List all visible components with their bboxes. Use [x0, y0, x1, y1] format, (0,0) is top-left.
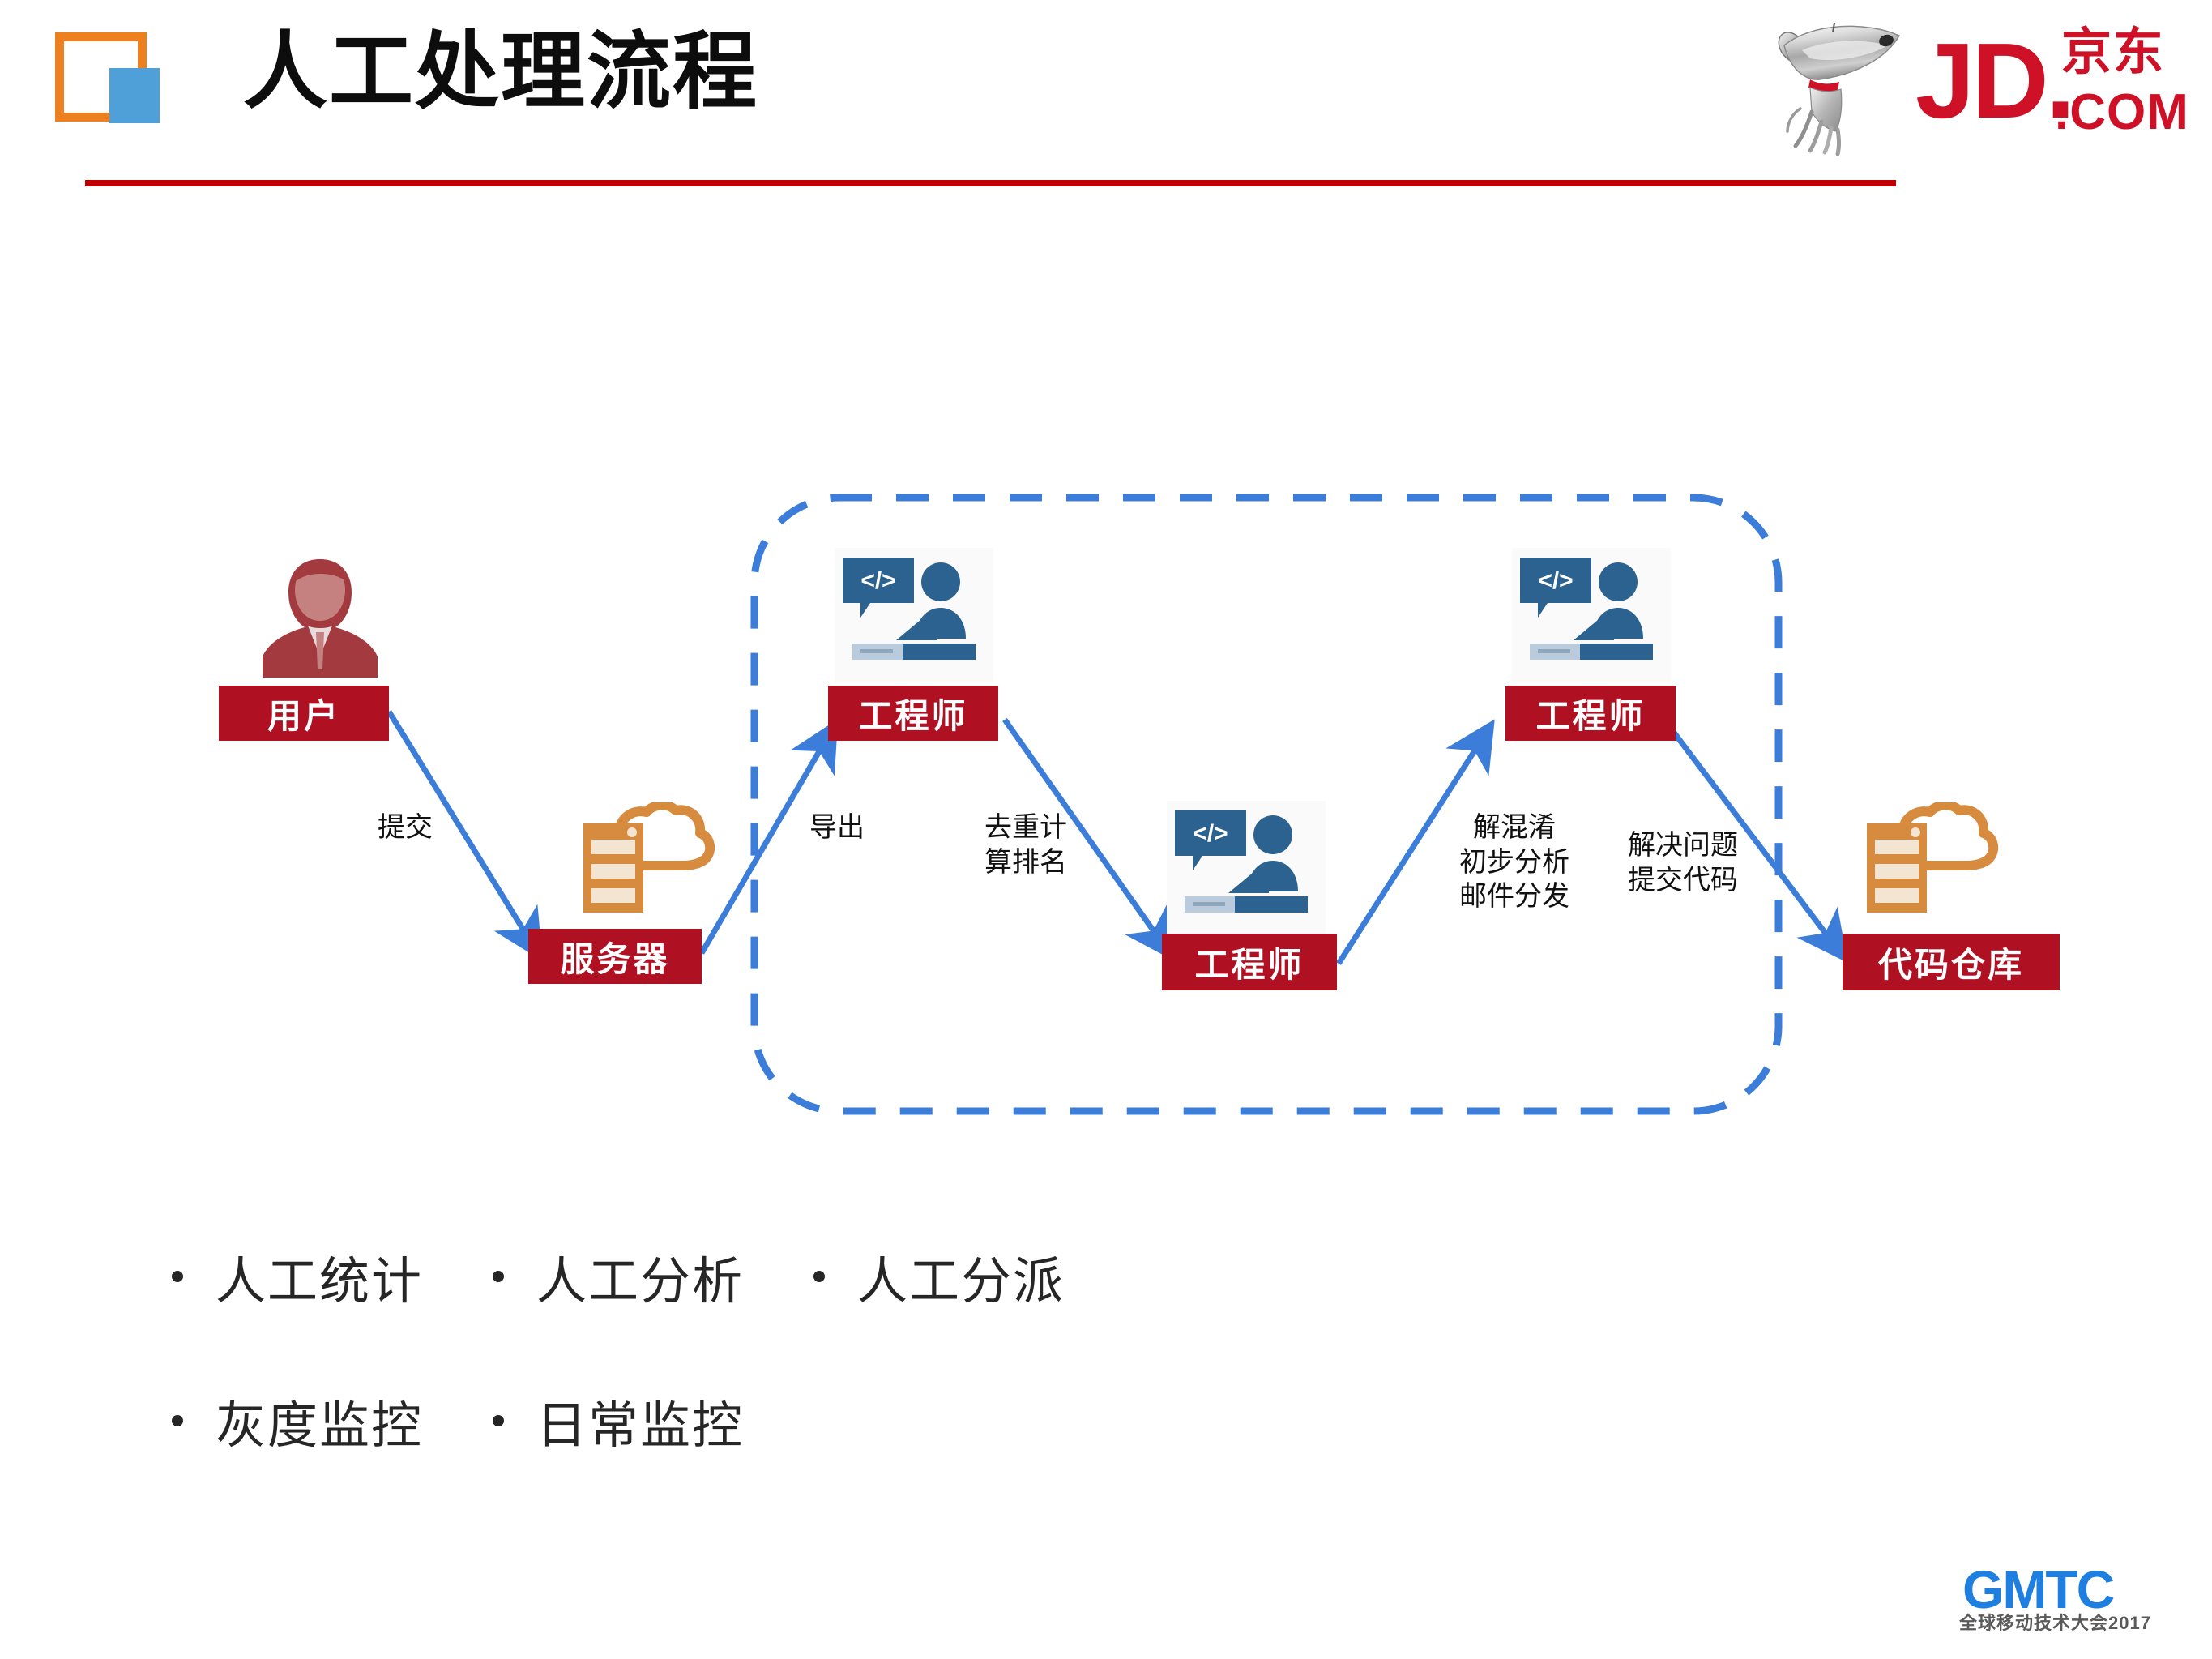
title-decoration-icon [50, 26, 186, 149]
server-cloud-icon [1855, 800, 2003, 926]
orange-bracket-corner [138, 32, 147, 68]
bullet-dot-icon [172, 1271, 183, 1282]
jd-chinese-name: 京东 [2061, 24, 2166, 80]
node-engineer1-label: 工程师 [858, 696, 968, 735]
developer-icon: </> [835, 548, 993, 682]
bullet-label-manual-assignment: 人工分派 [857, 1254, 1065, 1310]
bullet-row-1: 人工统计 人工分析 人工分派 [172, 1240, 1065, 1313]
node-server-label: 服务器 [560, 939, 670, 978]
svg-text:</>: </> [860, 567, 895, 594]
node-engineer2[interactable]: 工程师 [1162, 934, 1337, 990]
bullet-dot-icon [813, 1271, 826, 1282]
edge-label-analyze-line1: 解混淆 [1473, 812, 1556, 843]
edge-label-dedupe: 去重计 算排名 [969, 810, 1083, 879]
user-avatar-icon [245, 548, 395, 686]
edge-label-submit: 提交 [378, 812, 433, 843]
bullet-label-manual-analysis: 人工分析 [536, 1254, 745, 1310]
jd-wordmark: JD. [1915, 21, 2075, 140]
edge-label-export: 导出 [809, 812, 865, 843]
jd-com-logo: JD. 京东 .COM [1765, 8, 2202, 167]
node-user[interactable]: 用户 [219, 686, 389, 741]
developer-icon: </> [1512, 548, 1671, 682]
svg-text:</>: </> [1193, 820, 1228, 847]
svg-text:</>: </> [1538, 567, 1573, 594]
jd-joy-mascot-icon [1778, 22, 1901, 156]
bullet-label-manual-statistics: 人工统计 [216, 1254, 424, 1310]
bullet-item-manual-assignment: 人工分派 [813, 1240, 1065, 1313]
bullet-row-2: 灰度监控 日常监控 [172, 1384, 744, 1457]
bullet-dot-icon [172, 1415, 183, 1426]
bullet-dot-icon [493, 1271, 505, 1282]
bullet-dot-icon [493, 1415, 505, 1426]
bullet-label-gray-release-monitoring: 灰度监控 [216, 1398, 424, 1454]
node-code-repository-label: 代码仓库 [1877, 945, 2024, 984]
gmtc-conference-logo: GMTC 全球移动技术大会2017 [1954, 1563, 2197, 1647]
edge-label-commit-line2: 提交代码 [1628, 864, 1738, 896]
edge-label-commit: 解决问题 提交代码 [1611, 828, 1755, 897]
gmtc-subtitle: 全球移动技术大会2017 [1959, 1613, 2151, 1633]
bullet-item-manual-statistics: 人工统计 [172, 1240, 423, 1313]
orange-bracket-foot [55, 113, 100, 122]
node-engineer2-label: 工程师 [1194, 945, 1305, 984]
node-engineer3-label: 工程师 [1535, 696, 1646, 735]
edge-label-dedupe-line2: 算排名 [984, 846, 1067, 878]
title-underline-divider [85, 180, 1896, 186]
bullet-item-daily-monitoring: 日常监控 [493, 1384, 744, 1457]
edge-label-dedupe-line1: 去重计 [984, 812, 1067, 843]
node-code-repository[interactable]: 代码仓库 [1843, 934, 2060, 990]
blue-square-shape [109, 68, 160, 123]
orange-bracket-shape [55, 32, 146, 122]
node-engineer3[interactable]: 工程师 [1505, 686, 1676, 741]
edge-label-analyze-line2: 初步分析 [1459, 846, 1569, 878]
bullet-item-gray-release-monitoring: 灰度监控 [172, 1384, 423, 1457]
node-server[interactable]: 服务器 [528, 929, 702, 984]
edge-label-analyze: 解混淆 初步分析 邮件分发 [1442, 810, 1586, 914]
developer-icon: </> [1167, 801, 1326, 935]
edge-label-analyze-line3: 邮件分发 [1459, 881, 1569, 912]
bullet-item-manual-analysis: 人工分析 [493, 1240, 744, 1313]
page-title: 人工处理流程 [243, 25, 759, 119]
gmtc-wordmark: GMTC [1962, 1559, 2115, 1619]
jd-com-suffix: .COM [2055, 84, 2189, 140]
server-cloud-icon [572, 800, 720, 926]
edge-label-commit-line1: 解决问题 [1628, 830, 1738, 861]
node-engineer1[interactable]: 工程师 [828, 686, 998, 741]
bullet-label-daily-monitoring: 日常监控 [536, 1398, 745, 1454]
node-user-label: 用户 [267, 696, 340, 735]
